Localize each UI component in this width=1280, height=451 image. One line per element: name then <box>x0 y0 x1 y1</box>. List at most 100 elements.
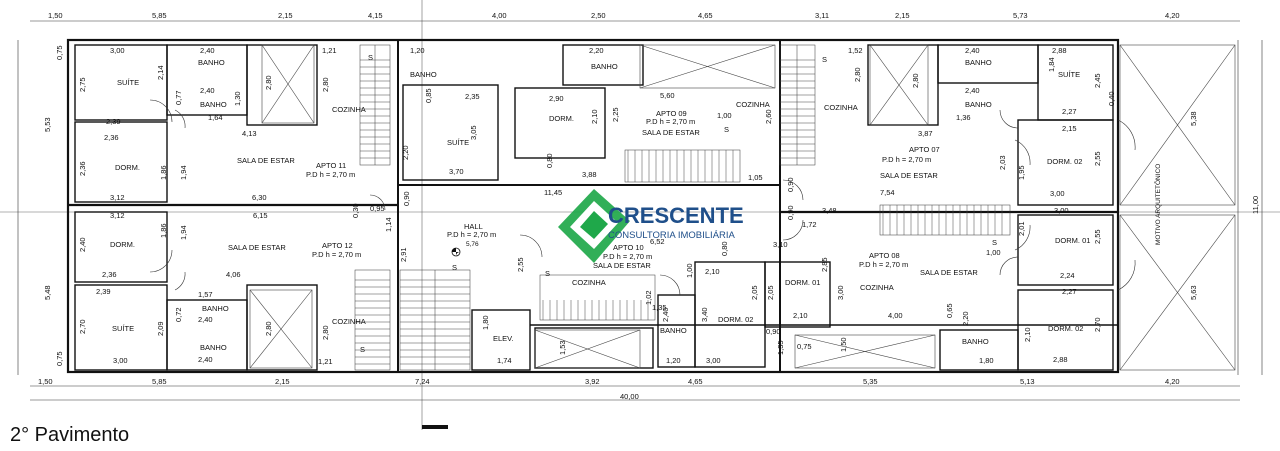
dim-text: 2,91 <box>399 247 408 262</box>
apartment-pd: P.D h = 2,70 m <box>306 170 355 179</box>
dim-text: 2,85 <box>820 257 829 272</box>
dim-text: 5,60 <box>660 91 675 100</box>
dim-text: 1,30 <box>233 91 242 106</box>
dim-top-4: 4,00 <box>492 11 507 20</box>
dim-text: 1,35 <box>652 303 667 312</box>
dim-text: 1,95 <box>1017 165 1026 180</box>
dim-text: 2,80 <box>264 321 273 336</box>
dim-top-7: 3,11 <box>815 11 829 20</box>
dim-text: 1,52 <box>848 46 863 55</box>
dim-text: 2,10 <box>793 311 808 320</box>
dim-text: 2,27 <box>1062 107 1077 116</box>
room-label: SALA DE ESTAR <box>228 243 286 252</box>
dim-text: 3,88 <box>582 170 597 179</box>
dim-text: 2,03 <box>998 155 1007 170</box>
dim-text: 2,20 <box>961 311 970 326</box>
dim-text: 2,60 <box>764 109 773 124</box>
dim-text: 1,21 <box>322 46 337 55</box>
floor-caption: 2° Pavimento <box>10 424 130 446</box>
dim-text: 1,84 <box>1047 57 1056 72</box>
dim-right-2: 5,63 <box>1189 285 1198 300</box>
dim-text: 2,10 <box>1023 327 1032 342</box>
dim-text: 6,52 <box>650 237 665 246</box>
dim-bottom-6: 5,35 <box>863 377 878 386</box>
dim-text: 3,00 <box>1054 206 1069 215</box>
stair-up-symbol: S <box>992 238 997 247</box>
logo-name: CRESCENTE <box>608 203 744 228</box>
dim-text: 6,15 <box>253 211 268 220</box>
dim-text: 3,12 <box>110 193 125 202</box>
dim-text: 2,40 <box>78 237 87 252</box>
dim-text: 2,55 <box>516 257 525 272</box>
dim-text: 0,65 <box>945 303 954 318</box>
dim-text: 1,00 <box>717 111 732 120</box>
elevator-dim: 1,74 <box>497 356 512 365</box>
dim-text: 2,55 <box>1093 151 1102 166</box>
room-label: SUÍTE <box>117 78 139 87</box>
hall-dim: 5,76 <box>466 241 479 248</box>
dim-text: 2,05 <box>766 285 775 300</box>
dim-text: 1,05 <box>748 173 763 182</box>
room-label: SALA DE ESTAR <box>237 156 295 165</box>
crescente-logo: CRESCENTE CONSULTORIA IMOBILIÁRIA <box>556 187 756 267</box>
dim-text: 2,40 <box>200 86 215 95</box>
dim-text: 2,80 <box>853 67 862 82</box>
top-dimensions: 1,50 5,85 2,15 4,15 4,00 2,50 4,65 3,11 … <box>48 11 1180 20</box>
dim-text: 6,30 <box>252 193 267 202</box>
room-label: DORM. <box>549 114 574 123</box>
apartment-pd: P.D h = 2,70 m <box>859 260 908 269</box>
dim-text: 1,86 <box>159 165 168 180</box>
dim-top-1: 5,85 <box>152 11 167 20</box>
dim-text: 2,35 <box>465 92 480 101</box>
dim-right-1: 11,00 <box>1251 196 1260 214</box>
dim-text: 3,40 <box>700 307 709 322</box>
room-label: SUÍTE <box>1058 70 1080 79</box>
room-label: BANHO <box>198 58 225 67</box>
dim-text: 2,90 <box>549 94 564 103</box>
dim-text: 2,25 <box>611 107 620 122</box>
apartment-label: APTO 09 <box>656 109 687 118</box>
room-label: COZINHA <box>332 317 366 326</box>
room-label: BANHO <box>200 100 227 109</box>
dim-text: 2,40 <box>965 46 980 55</box>
room-label: BANHO <box>202 304 229 313</box>
dim-text: 1,20 <box>410 46 425 55</box>
dim-text: 2,80 <box>264 75 273 90</box>
logo-tagline: CONSULTORIA IMOBILIÁRIA <box>608 230 736 241</box>
dim-top-8: 2,15 <box>895 11 910 20</box>
dim-text: 2,36 <box>102 270 117 279</box>
dim-bottom-4: 3,92 <box>585 377 600 386</box>
dim-text: 4,13 <box>242 129 257 138</box>
dim-text: 2,40 <box>200 46 215 55</box>
dim-text: 4,06 <box>226 270 241 279</box>
room-label: DORM. 02 <box>718 315 753 324</box>
dim-text: 1,94 <box>179 165 188 180</box>
room-label: COZINHA <box>332 105 366 114</box>
dim-text: 1,64 <box>208 113 223 122</box>
apartment-pd: P.D h = 2,70 m <box>882 155 931 164</box>
dim-text: 2,15 <box>1062 124 1077 133</box>
room-label: COZINHA <box>824 103 858 112</box>
dim-text: 0,30 <box>351 203 360 218</box>
room-label: DORM. 02 <box>1048 324 1083 333</box>
room-label: COZINHA <box>572 278 606 287</box>
walls <box>66 38 1120 374</box>
dim-bottom-8: 4,20 <box>1165 377 1180 386</box>
stair-up-symbol: S <box>545 269 550 278</box>
dim-text: 1,50 <box>839 337 848 352</box>
dim-top-5: 2,50 <box>591 11 606 20</box>
dim-text: 0,85 <box>424 88 433 103</box>
apartment-pd: P.D h = 2,70 m <box>312 250 361 259</box>
crescente-logo-icon: CRESCENTE CONSULTORIA IMOBILIÁRIA <box>558 189 744 263</box>
dim-text: 2,40 <box>198 315 213 324</box>
dim-text: 3,00 <box>110 46 125 55</box>
room-label: BANHO <box>200 343 227 352</box>
dim-text: 1,00 <box>986 248 1001 257</box>
room-label: BANHO <box>965 58 992 67</box>
dimension-lines <box>17 20 1263 401</box>
dim-text: 11,45 <box>544 188 562 197</box>
dim-text: 2,45 <box>1093 73 1102 88</box>
level-marker-icon <box>451 247 461 257</box>
elevator-label: ELEV. <box>493 334 514 343</box>
